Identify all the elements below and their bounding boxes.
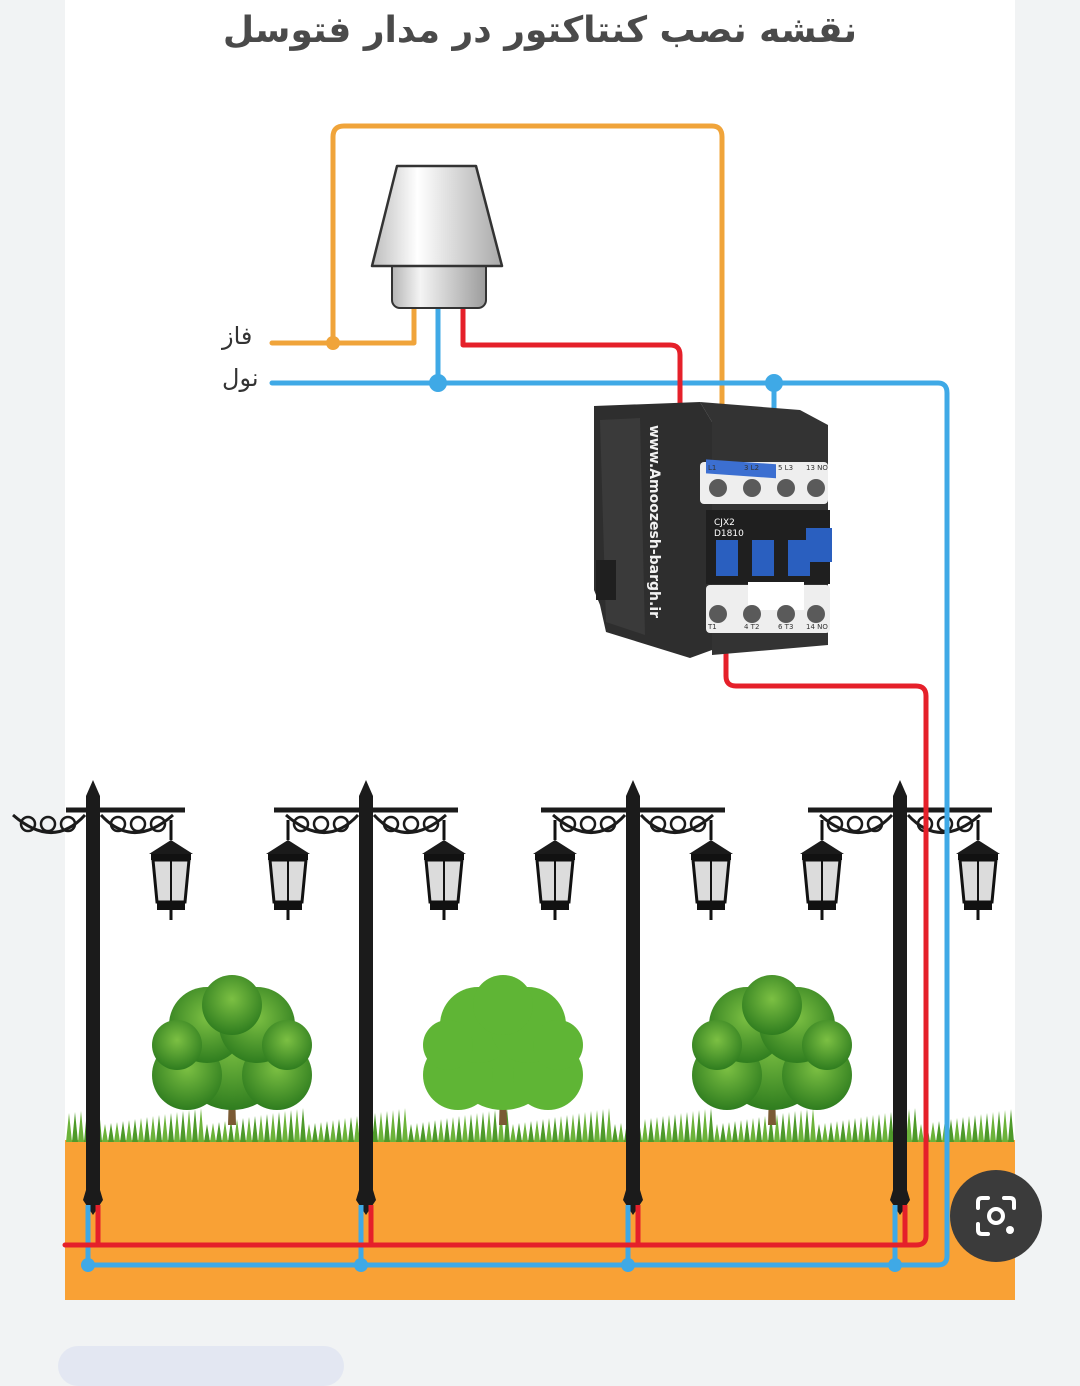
lamp-post (800, 780, 1000, 1265)
bottom-terminal-label: 14 NO (806, 623, 828, 631)
contactor-model-line2: D1810 (714, 529, 744, 539)
tree (152, 975, 312, 1125)
load-wire (62, 622, 929, 1248)
tree (692, 975, 852, 1125)
grass-strip (66, 1108, 1014, 1142)
top-terminal-label: L1 (708, 464, 717, 472)
contactor (594, 402, 832, 658)
control-wire (460, 303, 683, 448)
bottom-terminal-label: T1 (708, 623, 717, 631)
phase-junction (326, 336, 340, 350)
contactor-model-line1: CJX2 (714, 518, 735, 528)
phase-wire-to-fotocell (330, 303, 417, 346)
contactor-bottom-terminal (807, 605, 825, 623)
lens-search-button[interactable] (950, 1170, 1042, 1262)
photocell-sensor (370, 164, 504, 309)
post-neutral-junction (888, 1258, 902, 1272)
contactor-top-terminal (743, 479, 761, 497)
diagram-title: نقشه نصب کنتاکتور در مدار فتوسل (222, 10, 858, 51)
camera-search-icon (976, 1196, 1016, 1236)
contactor-bottom-terminal (709, 605, 727, 623)
ground (65, 1140, 1015, 1300)
contactor-bottom-terminal (743, 605, 761, 623)
lamp-post (533, 780, 733, 1265)
neutral-label: نول (222, 364, 259, 392)
neutral-junction-right (765, 374, 783, 392)
top-terminal-label: 13 NO (806, 464, 828, 472)
bottom-terminal-label: 4 T2 (744, 623, 760, 631)
top-terminal-label: 3 L2 (744, 464, 760, 472)
phase-label: فاز (222, 322, 253, 350)
contactor-top-terminal (807, 479, 825, 497)
top-terminal-label: 5 L3 (778, 464, 794, 472)
contactor-watermark: www.Amoozesh-bargh.ir (646, 425, 662, 619)
bottom-terminal-label: 6 T3 (778, 623, 794, 631)
post-neutral-junction (354, 1258, 368, 1272)
lamp-post (12, 780, 193, 1265)
contactor-bottom-terminal (777, 605, 795, 623)
post-neutral-junction (621, 1258, 635, 1272)
contactor-top-terminal (777, 479, 795, 497)
post-neutral-junction (81, 1258, 95, 1272)
bottom-card-edge (58, 1346, 344, 1386)
lamp-post (266, 780, 466, 1265)
neutral-junction-left (429, 374, 447, 392)
contactor-model: CJX2 D1810 (714, 518, 744, 540)
contactor-top-terminal (709, 479, 727, 497)
neutral-wire (82, 380, 950, 1268)
phase-wire (269, 123, 725, 489)
tree (423, 975, 583, 1125)
